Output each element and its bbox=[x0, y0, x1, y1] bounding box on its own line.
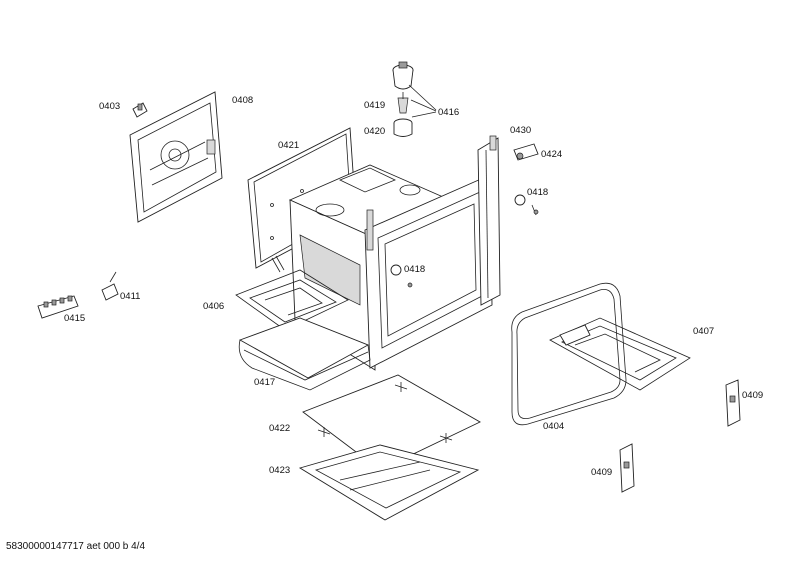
part-side-rail[interactable] bbox=[477, 135, 501, 306]
label-0423: 0423 bbox=[269, 465, 290, 476]
label-0409-lower: 0409 bbox=[591, 467, 612, 478]
label-0407: 0407 bbox=[693, 326, 714, 337]
label-0409-upper: 0409 bbox=[742, 390, 763, 401]
part-base-plate[interactable] bbox=[298, 444, 480, 521]
part-lamp-cover-upper[interactable] bbox=[514, 194, 539, 216]
label-0411: 0411 bbox=[120, 291, 140, 302]
part-small-bracket[interactable] bbox=[132, 102, 148, 118]
label-0408: 0408 bbox=[232, 95, 253, 106]
part-insulation[interactable] bbox=[238, 317, 371, 391]
part-door-seal[interactable] bbox=[511, 282, 627, 426]
label-0422: 0422 bbox=[269, 423, 290, 434]
label-0415: 0415 bbox=[64, 313, 85, 324]
part-grill-element[interactable] bbox=[549, 317, 691, 391]
label-0418-upper: 0418 bbox=[527, 187, 548, 198]
label-0403: 0403 bbox=[99, 101, 120, 112]
part-knob-ring[interactable] bbox=[393, 118, 413, 137]
label-0421: 0421 bbox=[278, 140, 299, 151]
label-0406: 0406 bbox=[203, 301, 224, 312]
part-knob-shaft[interactable] bbox=[397, 92, 409, 114]
part-back-panel[interactable] bbox=[129, 91, 223, 223]
part-hinge-lower[interactable] bbox=[619, 443, 635, 493]
part-terminal-block[interactable] bbox=[37, 295, 79, 319]
part-sensor[interactable] bbox=[101, 271, 119, 301]
label-0430: 0430 bbox=[510, 125, 531, 136]
part-knob[interactable] bbox=[392, 61, 414, 90]
label-0420: 0420 bbox=[364, 126, 385, 137]
label-0404: 0404 bbox=[543, 421, 564, 432]
part-hinge-upper[interactable] bbox=[725, 379, 741, 427]
part-lamp-cover-lower[interactable] bbox=[390, 264, 413, 288]
label-0419: 0419 bbox=[364, 100, 385, 111]
label-0424: 0424 bbox=[541, 149, 562, 160]
part-lower-heating-element[interactable] bbox=[235, 255, 349, 331]
label-0417: 0417 bbox=[254, 377, 275, 388]
part-front-frame[interactable] bbox=[364, 174, 493, 369]
label-0418-lower: 0418 bbox=[404, 264, 425, 275]
label-0416: 0416 bbox=[438, 107, 459, 118]
part-lamp-holder[interactable] bbox=[513, 143, 539, 161]
document-id-footer: 58300000147717 aet 000 b 4/4 bbox=[6, 541, 146, 552]
